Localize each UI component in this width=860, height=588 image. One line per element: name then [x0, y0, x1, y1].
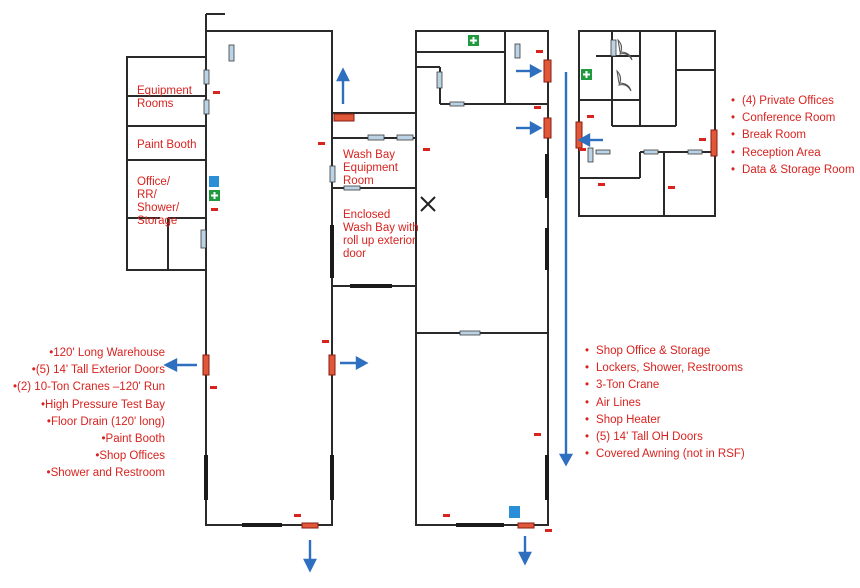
- bullet: •: [585, 345, 590, 357]
- list-item: • Conference Room: [731, 110, 855, 127]
- list-item: •120' Long Warehouse: [49, 347, 165, 359]
- label-enclosed-wash-bay: Enclosed Wash Bay with roll up exterior …: [343, 209, 419, 260]
- list-item: • Reception Area: [731, 145, 855, 162]
- list-item: • Air Lines: [585, 395, 745, 412]
- warehouse-outline: [205, 30, 333, 526]
- list-item: •Shop Offices: [95, 450, 165, 463]
- shop-outline: [415, 30, 549, 526]
- item-text: (5) 14' Tall OH Doors: [596, 431, 703, 444]
- bullet: •: [585, 379, 590, 392]
- item-text: Covered Awning (not in RSF): [596, 448, 745, 461]
- label-wash-bay-equipment-room: Wash Bay Equipment Room: [343, 149, 398, 187]
- bullet: •: [585, 448, 590, 461]
- item-text: Break Room: [742, 129, 806, 142]
- item-text: Shop Heater: [596, 413, 661, 426]
- list-item: • (4) Private Offices: [731, 93, 855, 110]
- bullet: •: [585, 396, 590, 409]
- item-text: Air Lines: [596, 396, 641, 409]
- office-outline: [578, 30, 716, 217]
- list-item: • Lockers, Shower, Restrooms: [585, 360, 745, 377]
- list-item: • Covered Awning (not in RSF): [585, 446, 745, 463]
- item-text: Data & Storage Room: [742, 163, 855, 176]
- bullet: •: [731, 146, 736, 159]
- bullet: •: [731, 95, 736, 107]
- bullet: •: [585, 362, 590, 375]
- list-item: • Break Room: [731, 127, 855, 144]
- warehouse-feature-list: •120' Long Warehouse •(5) 14' Tall Exter…: [13, 345, 165, 483]
- arrow-icon: [163, 63, 603, 573]
- list-item: •Paint Booth: [101, 433, 166, 446]
- list-item: •(2) 10-Ton Cranes –120' Run: [13, 381, 165, 394]
- bullet: •: [731, 129, 736, 142]
- bullet: •: [731, 163, 736, 176]
- list-item: • (5) 14' Tall OH Doors: [585, 429, 745, 446]
- fire-extinguisher-icon: [210, 50, 706, 532]
- restroom-icon: [209, 176, 520, 518]
- item-text: Reception Area: [742, 146, 821, 159]
- item-text: Lockers, Shower, Restrooms: [596, 362, 744, 375]
- shop-feature-list: • Shop Office & Storage • Lockers, Shower,…: [585, 343, 745, 463]
- list-item: • Data & Storage Room: [731, 162, 855, 179]
- crane-icon: [420, 196, 436, 212]
- label-equipment-rooms: Equipment Rooms: [137, 85, 192, 110]
- list-item: •(5) 14' Tall Exterior Doors: [31, 364, 165, 377]
- office-feature-list: • (4) Private Offices • Conference Room • B…: [731, 93, 855, 179]
- warehouse-annex-outline: [126, 56, 207, 271]
- item-text: Shop Office & Storage: [596, 345, 711, 357]
- list-item: •Shower and Restroom: [46, 467, 165, 480]
- list-item: • Shop Office & Storage: [585, 343, 745, 360]
- first-aid-icon: [209, 35, 592, 201]
- list-item: •Floor Drain (120' long): [46, 415, 165, 428]
- label-office-rr-shower-storage: Office/ RR/ Shower/ Storage: [137, 176, 180, 227]
- bullet: •: [585, 413, 590, 426]
- list-item: • Shop Heater: [585, 412, 745, 429]
- list-item: • 3-Ton Crane: [585, 377, 745, 394]
- bullet: •: [731, 112, 736, 125]
- label-paint-booth: Paint Booth: [137, 139, 197, 151]
- bullet: •: [585, 431, 590, 444]
- item-text: Conference Room: [742, 112, 836, 125]
- item-text: 3-Ton Crane: [596, 379, 660, 392]
- list-item: •High Pressure Test Bay: [41, 398, 165, 411]
- fan-icon: [616, 38, 633, 92]
- item-text: (4) Private Offices: [742, 95, 834, 107]
